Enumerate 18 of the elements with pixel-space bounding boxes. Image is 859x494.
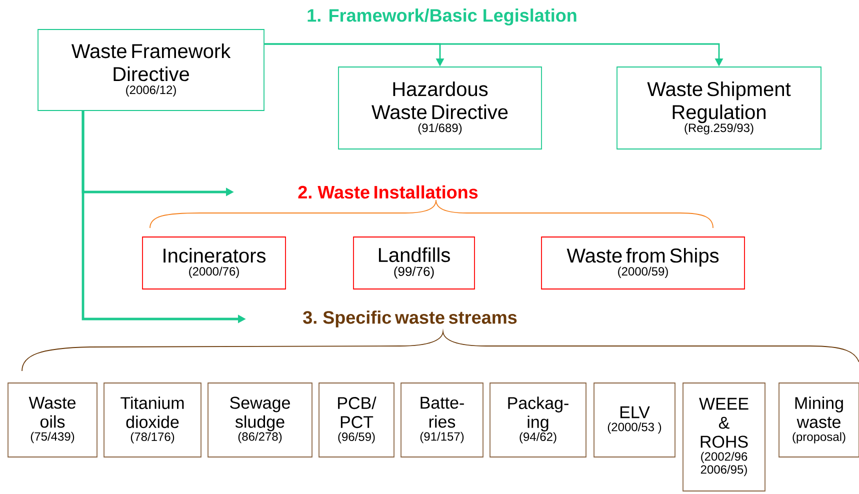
heading: 1. Framework/Basic Legislation: [308, 8, 576, 26]
waste-stream-box: Titanium dioxide (78/176): [104, 382, 202, 458]
waste-stream-box: WEEE & ROHS (2002/96 2006/95): [682, 382, 766, 492]
waste-stream-box: Sewage sludge (86/278): [208, 382, 312, 458]
waste-stream-box: Mining waste (proposal): [778, 382, 859, 458]
legislation-box: Waste Shipment Regulation (Reg.259/93): [616, 66, 822, 150]
waste-stream-box: PCB/ PCT (96/59): [318, 382, 394, 458]
section-heading: 2. Waste Installations: [298, 185, 478, 199]
waste-stream-box: Packag- ing (94/62): [490, 382, 586, 458]
installation-box: Landfills (99/76): [353, 236, 475, 290]
waste-stream-box: Waste oils (75/439): [8, 382, 98, 458]
waste-stream-box: Batte- ries (91/157): [400, 382, 484, 458]
installation-box: Waste from Ships (2000/59): [541, 236, 745, 290]
waste-stream-box: ELV (2000/53 ): [594, 382, 676, 458]
legislation-box: Hazardous Waste Directive (91/689): [338, 66, 542, 150]
installation-box: Incinerators (2000/76): [142, 236, 286, 290]
legislation-box: Waste Framework Directive (2006/12): [38, 29, 264, 111]
section-heading: 3. Specific waste streams: [303, 310, 517, 328]
